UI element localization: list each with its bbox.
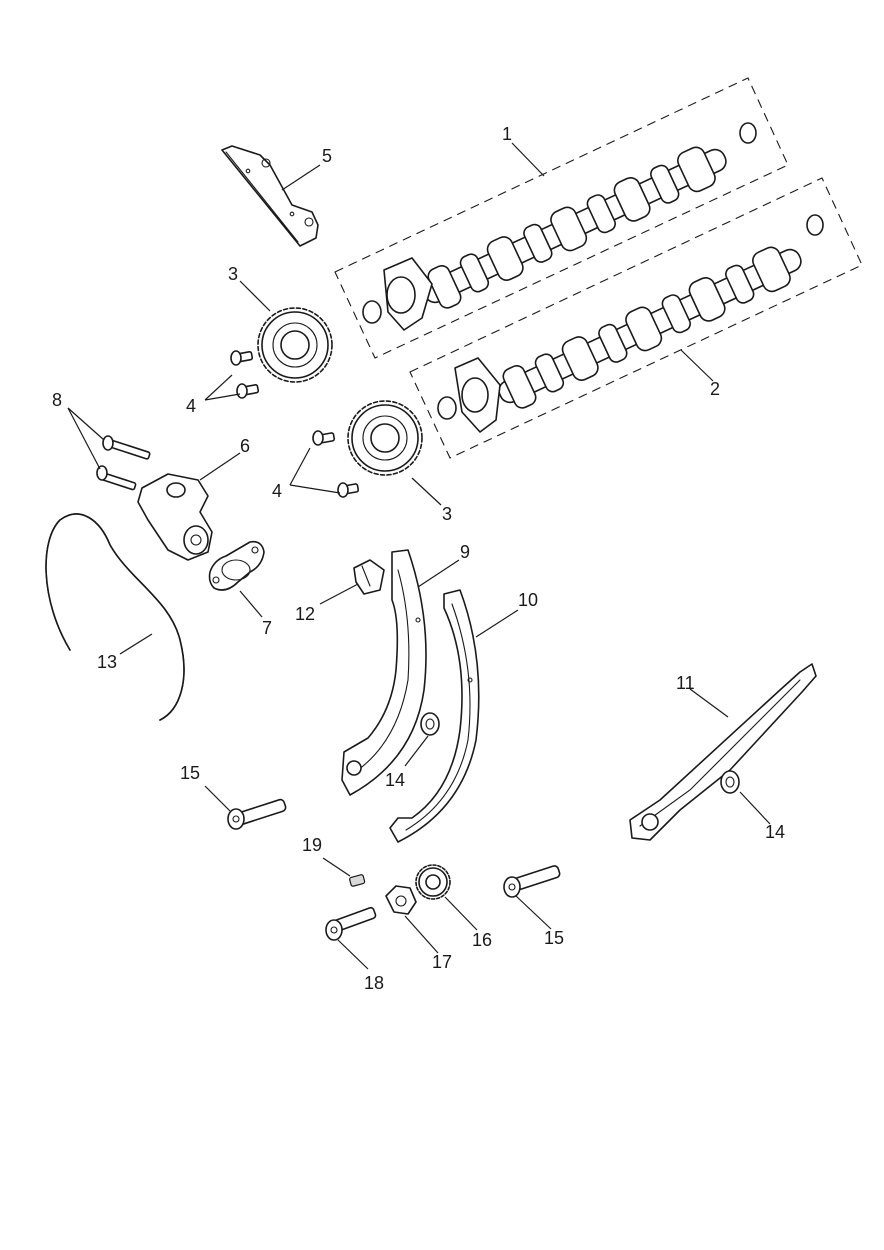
callout-6: 6	[240, 436, 250, 456]
callout-4-lower: 4	[272, 481, 282, 501]
callout-8: 8	[52, 390, 62, 410]
washer-14	[420, 712, 740, 794]
callout-15-right: 15	[544, 928, 564, 948]
callout-7: 7	[262, 618, 272, 638]
guide-rail-11	[629, 663, 817, 841]
callout-5: 5	[322, 146, 332, 166]
callout-3-upper: 3	[228, 264, 238, 284]
callout-labels: 1 2 3 3 4 4 5 6 7 8 9 10 11 12 13 14 14 …	[52, 124, 785, 993]
callout-2: 2	[710, 379, 720, 399]
fixed-guide-10	[389, 589, 480, 843]
woodruff-key-19	[349, 874, 366, 887]
camshaft-2	[409, 177, 863, 459]
tensioner-blade-9	[341, 549, 427, 796]
callout-3-lower: 3	[442, 504, 452, 524]
camshaft-1	[334, 77, 789, 359]
bolt-4	[230, 350, 360, 498]
nut-17	[385, 885, 417, 915]
tensioner-gasket-7	[208, 540, 265, 591]
leader-lines	[67, 142, 771, 970]
chain-tensioner-6	[137, 473, 213, 561]
callout-15-left: 15	[180, 763, 200, 783]
callout-13: 13	[97, 652, 117, 672]
callout-19: 19	[302, 835, 322, 855]
guide-plate-5	[221, 145, 319, 247]
callout-9: 9	[460, 542, 470, 562]
timing-chain-13	[45, 513, 185, 721]
callout-14-left: 14	[385, 770, 405, 790]
sprocket-3-lower	[347, 400, 423, 476]
callout-1: 1	[502, 124, 512, 144]
bolt-8	[96, 435, 151, 491]
callout-4-upper: 4	[186, 396, 196, 416]
callout-14-right: 14	[765, 822, 785, 842]
callout-10: 10	[518, 590, 538, 610]
crank-sprocket-16	[415, 864, 451, 900]
guide-clip-12	[353, 559, 385, 595]
callout-11: 11	[676, 673, 695, 693]
callout-16: 16	[472, 930, 492, 950]
callout-17: 17	[432, 952, 452, 972]
sprocket-3-upper	[257, 307, 333, 383]
callout-12: 12	[295, 604, 315, 624]
cap-screw-18	[325, 906, 377, 941]
pivot-bolt-15	[227, 798, 561, 898]
callout-18: 18	[364, 973, 384, 993]
